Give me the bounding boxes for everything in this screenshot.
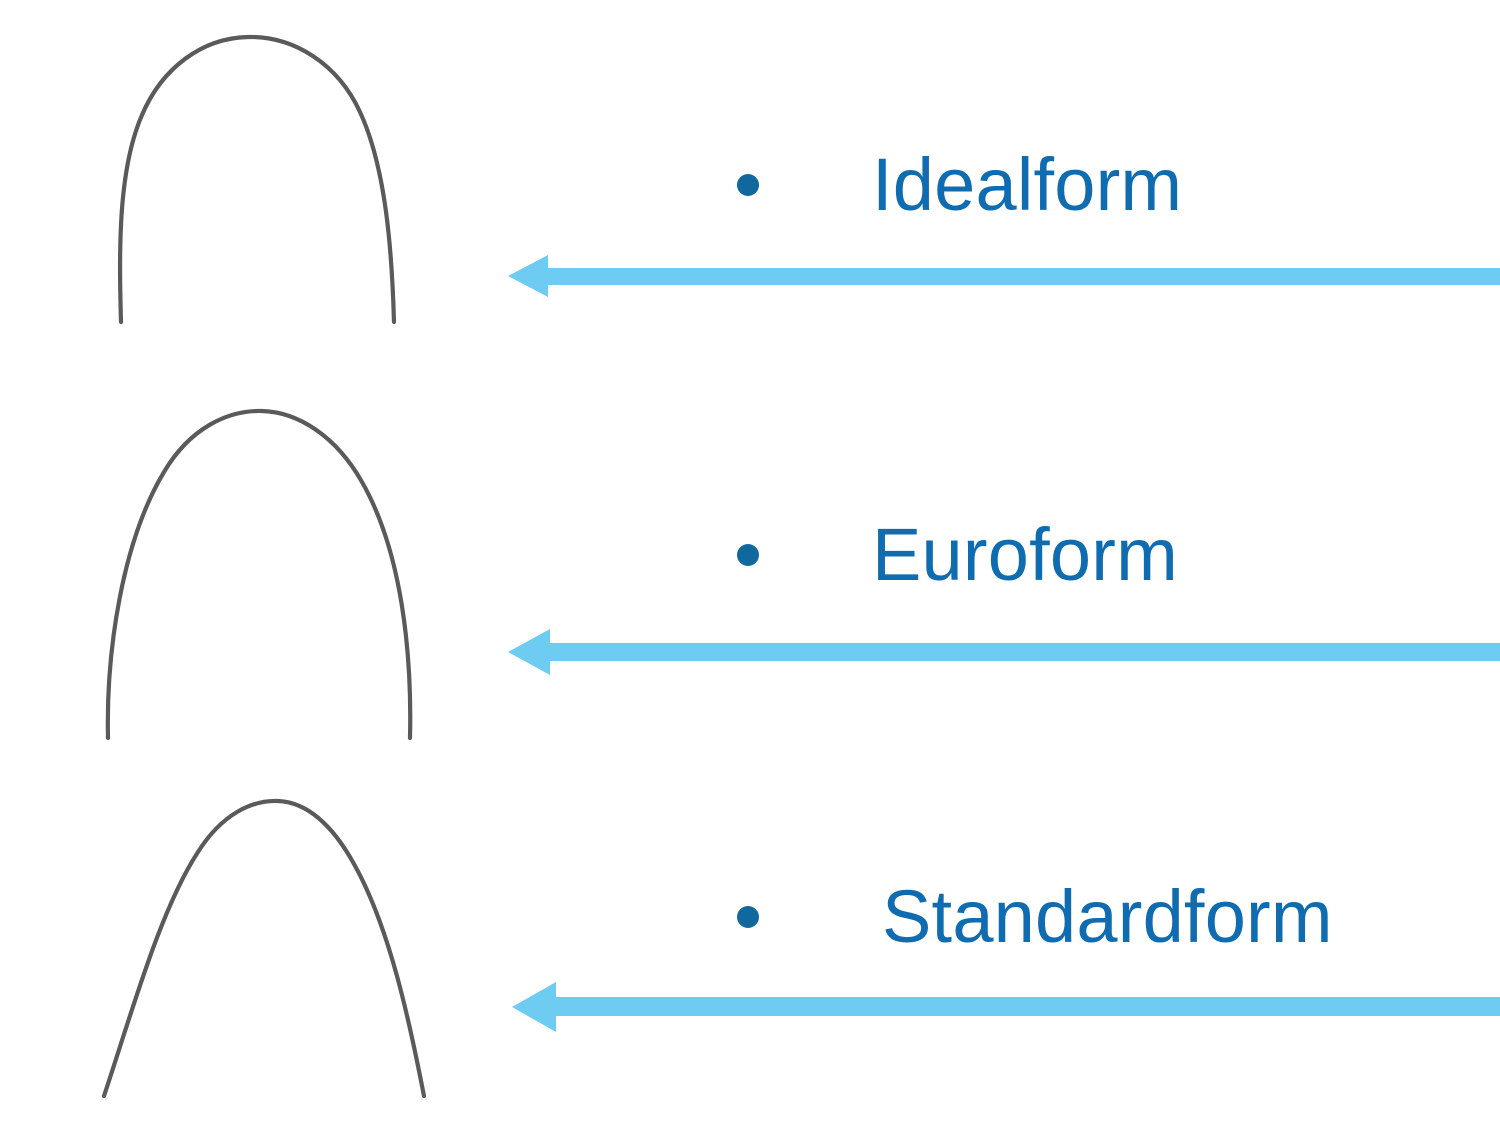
arrow-left-euroform [508, 626, 1500, 678]
bullet-item-idealform: Idealform [737, 148, 1182, 222]
archwire-path [101, 798, 427, 1099]
archwire-shape-standardform [80, 780, 460, 1110]
bullet-item-euroform: Euroform [737, 518, 1178, 592]
archwire-svg-idealform [117, 34, 397, 325]
archwire-shape-euroform [80, 400, 460, 750]
bullet-dot-icon [737, 174, 759, 196]
bullet-item-standardform: Standardform [737, 880, 1333, 954]
arrow-shape [512, 982, 1500, 1032]
archwire-svg-standardform [101, 798, 427, 1099]
archwire-path [117, 34, 397, 325]
archwire-svg-euroform [105, 408, 413, 741]
bullet-label-euroform: Euroform [872, 513, 1178, 596]
arrow-svg [512, 982, 1500, 1032]
archwire-path [105, 408, 413, 741]
bullet-dot-icon [737, 906, 759, 928]
bullet-label-idealform: Idealform [872, 143, 1183, 226]
arrow-svg [508, 255, 1500, 297]
arrow-shape [508, 255, 1500, 297]
bullet-dot-icon [737, 544, 759, 566]
arrow-left-standardform [512, 980, 1500, 1034]
arrow-svg [508, 629, 1500, 675]
arrow-shape [508, 629, 1500, 675]
archwire-shape-idealform [80, 20, 460, 340]
arrow-left-idealform [508, 250, 1500, 302]
bullet-label-standardform: Standardform [882, 875, 1333, 958]
